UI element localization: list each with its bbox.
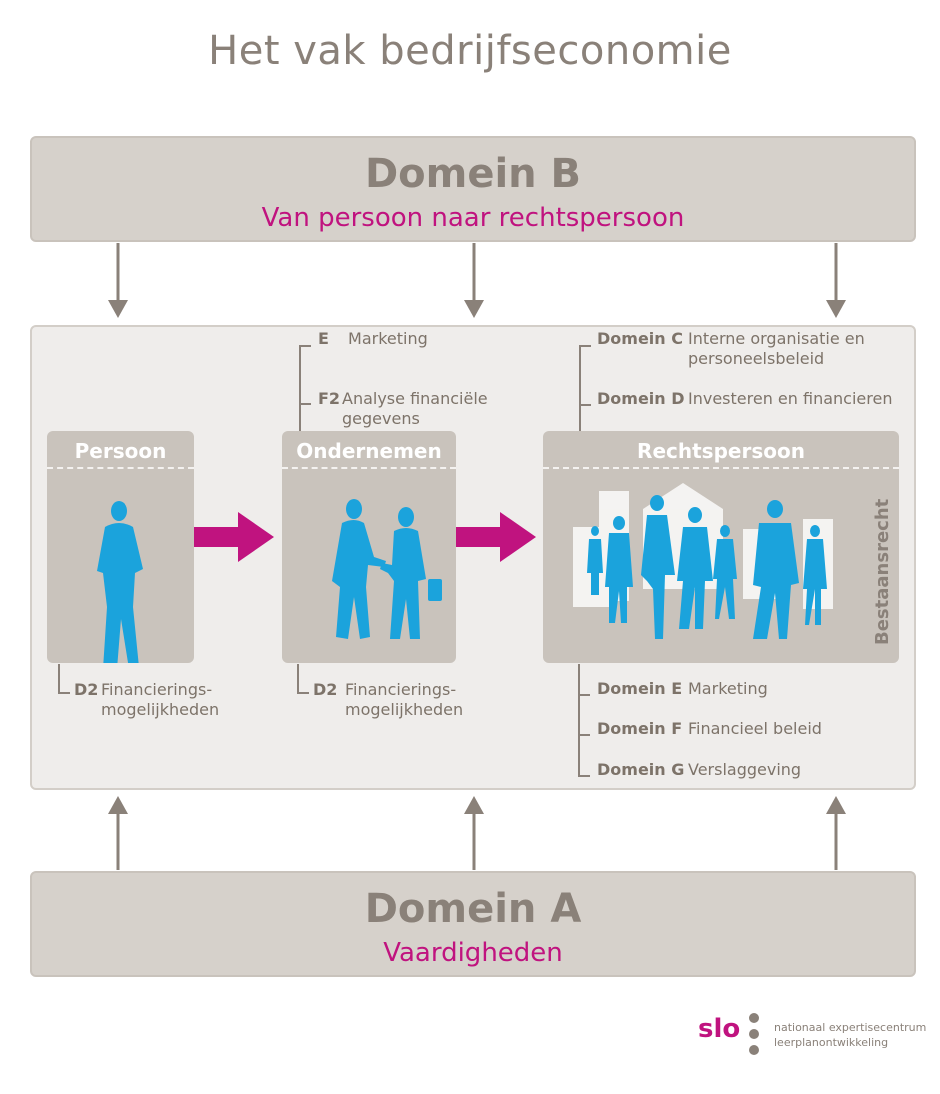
bracket-ondernemen-bottom xyxy=(297,664,309,694)
group-of-people-icon xyxy=(573,483,833,639)
card-rechtspersoon-title: Rechtspersoon xyxy=(543,431,899,469)
domain-b-subtitle: Van persoon naar rechtspersoon xyxy=(261,203,685,233)
person-on-phone-icon xyxy=(97,501,143,663)
bracket-tick xyxy=(579,345,591,347)
note-domein-e: Domein E Marketing xyxy=(597,679,897,699)
slo-logo-mark: slo xyxy=(698,1014,741,1044)
domain-a-box: Domein A Vaardigheden xyxy=(30,871,916,977)
handshake-icon xyxy=(332,499,442,639)
logo-text: nationaal expertisecentrum leerplanontwi… xyxy=(774,1020,926,1050)
bestaansrecht-label: Bestaansrecht xyxy=(872,498,893,645)
card-rechtspersoon: Rechtspersoon xyxy=(543,431,899,663)
card-persoon-body xyxy=(47,469,194,663)
page-title: Het vak bedrijfseconomie xyxy=(208,28,732,74)
bracket-tick xyxy=(579,404,591,406)
bracket-tick xyxy=(578,694,590,696)
note-code: Domein G xyxy=(597,760,685,779)
note-code: F2 xyxy=(318,389,341,408)
bracket-tick xyxy=(578,734,590,736)
domain-a-name: Domein A xyxy=(364,886,582,932)
bracket-tick xyxy=(299,345,311,347)
note-text: Interne organisatie en personeelsbeleid xyxy=(688,329,865,368)
arrow-right-icon xyxy=(194,512,274,562)
note-text: Financierings-mogelijkheden xyxy=(345,680,464,719)
note-e: E Marketing xyxy=(318,329,428,349)
note-domein-f: Domein F Financieel beleid xyxy=(597,719,897,739)
note-code: E xyxy=(318,329,329,348)
note-domein-g: Domein G Verslaggeving xyxy=(597,760,897,780)
domain-a-subtitle: Vaardigheden xyxy=(383,938,563,968)
card-rechtspersoon-body xyxy=(543,469,899,663)
note-code: D2 xyxy=(313,680,338,699)
card-persoon: Persoon xyxy=(47,431,194,663)
bracket-ondernemen-top xyxy=(299,345,313,431)
note-text: Marketing xyxy=(348,329,428,348)
note-code: D2 xyxy=(74,680,99,699)
bracket-rechtspersoon-bottom xyxy=(578,664,580,776)
note-f2: F2 Analyse financiële gegevens xyxy=(318,389,508,429)
card-ondernemen-body xyxy=(282,469,456,663)
note-text: Financierings-mogelijkheden xyxy=(101,680,220,719)
domain-b-box: Domein B Van persoon naar rechtspersoon xyxy=(30,136,916,242)
note-text: Financieel beleid xyxy=(688,719,822,738)
note-domein-c: Domein C Interne organisatie en personee… xyxy=(597,329,897,369)
bracket-persoon-bottom xyxy=(58,664,70,694)
note-text: Marketing xyxy=(688,679,768,698)
bracket-rechtspersoon-top xyxy=(579,345,581,431)
note-ondernemen-d2: D2 Financierings-mogelijkheden xyxy=(313,680,483,720)
note-code: Domein C xyxy=(597,329,683,348)
arrow-right-icon xyxy=(456,512,536,562)
note-text: Investeren en financieren xyxy=(688,389,893,408)
note-code: Domein D xyxy=(597,389,685,408)
card-ondernemen: Ondernemen xyxy=(282,431,456,663)
note-persoon-d2: D2 Financierings-mogelijkheden xyxy=(74,680,244,720)
note-text: Verslaggeving xyxy=(688,760,802,779)
note-domein-d: Domein D Investeren en financieren xyxy=(597,389,897,409)
card-ondernemen-title: Ondernemen xyxy=(282,431,456,469)
domain-b-name: Domein B xyxy=(364,151,582,197)
note-text: Analyse financiële gegevens xyxy=(342,389,488,428)
logo-line-2: leerplanontwikkeling xyxy=(774,1036,889,1049)
logo-line-1: nationaal expertisecentrum xyxy=(774,1021,927,1034)
logo-dots-icon xyxy=(749,1013,759,1055)
bracket-tick xyxy=(299,403,311,405)
note-code: Domein F xyxy=(597,719,683,738)
card-persoon-title: Persoon xyxy=(47,431,194,469)
bracket-tick xyxy=(578,775,590,777)
note-code: Domein E xyxy=(597,679,683,698)
